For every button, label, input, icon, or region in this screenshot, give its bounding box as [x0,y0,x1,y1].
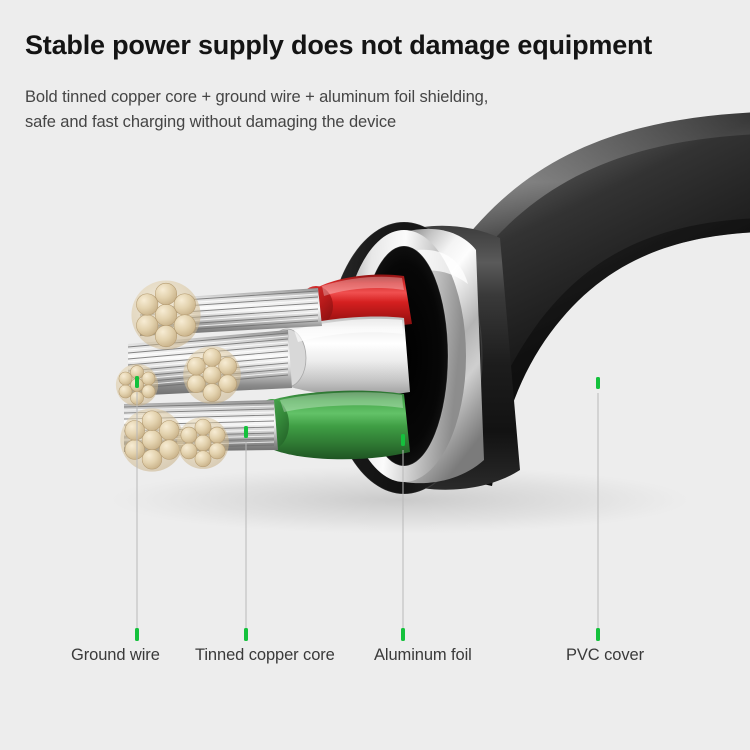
copper-bundle-cross-sections [115,280,241,472]
label-tick-aluminum-foil [401,628,405,641]
callout-label-ground-wire: Ground wire [71,646,160,664]
pvc-outer-jacket [455,112,750,486]
copper-bundle [183,346,241,404]
copper-bundle [177,417,229,469]
label-tick-pvc-cover [596,628,600,641]
cable-ground-shadow [110,466,690,534]
anchor-tick-pvc-cover [596,377,600,389]
anchor-tick-tinned-copper-core [244,426,248,438]
label-tick-tinned-copper-core [244,628,248,641]
subtitle-line-2: safe and fast charging without damaging … [25,113,397,131]
green-insulated-wire [255,390,410,460]
subtitle-line-1: Bold tinned copper core + ground wire + … [25,88,489,106]
callout-label-pvc-cover: PVC cover [566,646,644,664]
copper-bundle [120,408,184,472]
label-tick-ground-wire [135,628,139,641]
callout-leader-lines [135,376,600,641]
anchor-tick-aluminum-foil [401,434,405,446]
page-subtitle: Bold tinned copper core + ground wire + … [25,85,488,135]
callout-label-tinned-copper-core: Tinned copper core [195,646,335,664]
copper-bundle [115,363,159,407]
callout-label-aluminum-foil: Aluminum foil [374,646,472,664]
page-title: Stable power supply does not damage equi… [25,30,653,60]
anchor-tick-ground-wire [135,376,139,388]
copper-bundle [131,280,201,350]
